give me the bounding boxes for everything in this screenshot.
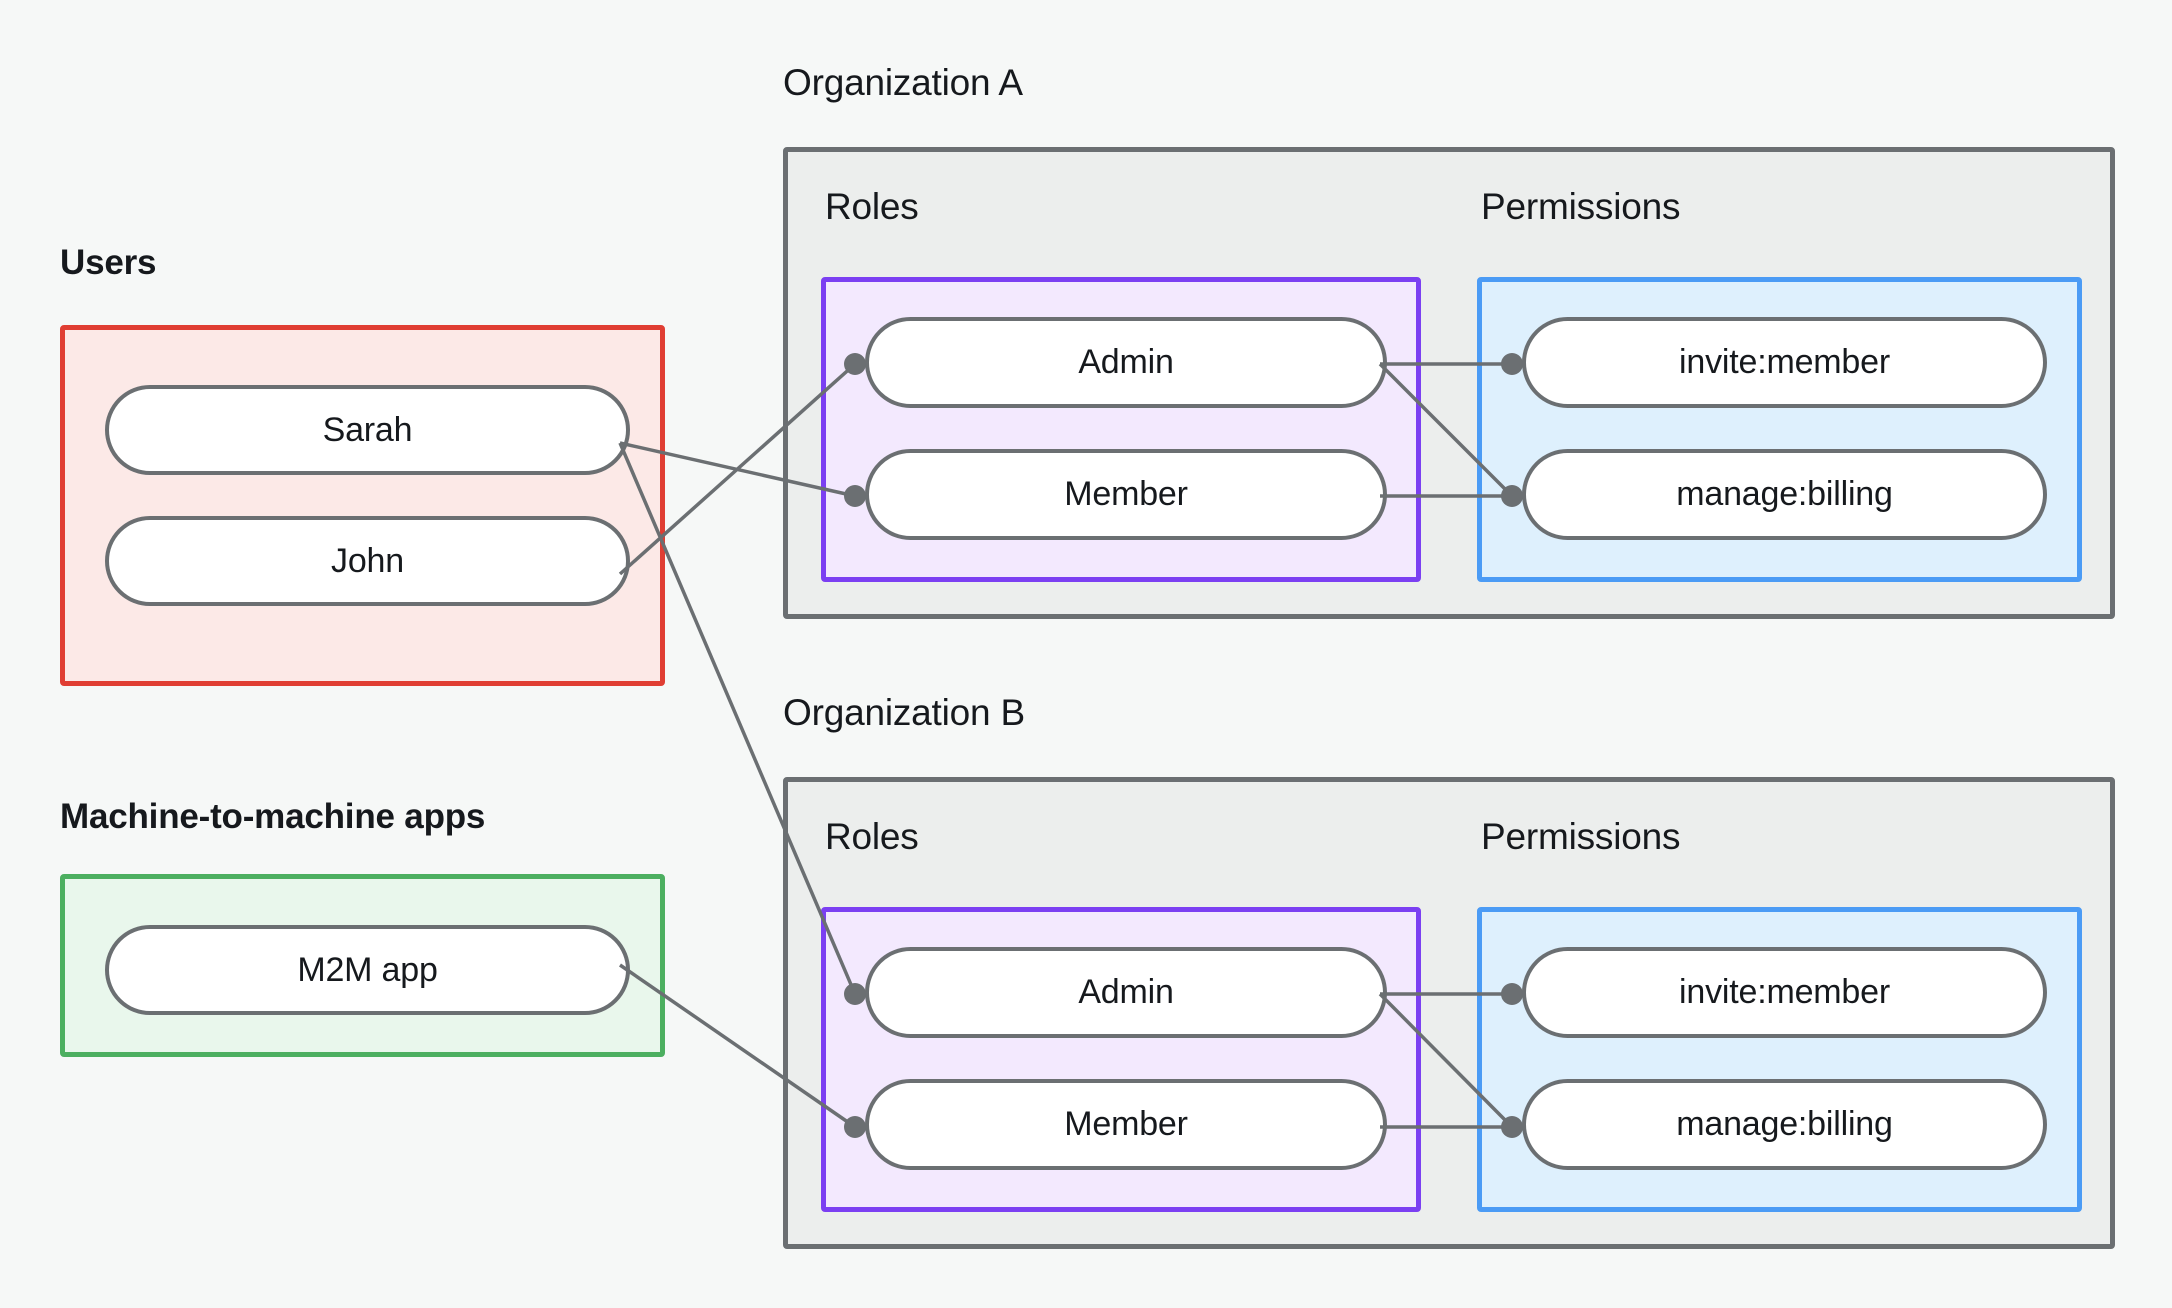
organization-a-roles-title: Roles: [825, 186, 919, 227]
organization-a-roles-box: Admin Member: [821, 277, 1421, 582]
users-group-title: Users: [60, 243, 157, 282]
node-orgA-role-admin[interactable]: Admin: [865, 317, 1387, 408]
node-user-sarah[interactable]: Sarah: [105, 385, 630, 475]
organization-a-title: Organization A: [783, 62, 1023, 103]
node-orgA-role-member[interactable]: Member: [865, 449, 1387, 540]
node-orgB-role-admin[interactable]: Admin: [865, 947, 1387, 1038]
organization-b-permissions-title: Permissions: [1481, 816, 1681, 857]
m2m-container: M2M app: [60, 874, 665, 1057]
node-m2m-app[interactable]: M2M app: [105, 925, 630, 1015]
organization-b-permissions-box: invite:member manage:billing: [1477, 907, 2082, 1212]
organization-a-permissions-box: invite:member manage:billing: [1477, 277, 2082, 582]
node-orgB-perm-invite-member[interactable]: invite:member: [1522, 947, 2047, 1038]
organization-b-roles-box: Admin Member: [821, 907, 1421, 1212]
organization-a-container: Roles Admin Member Permissions invite:me…: [783, 147, 2115, 619]
users-container: Sarah John: [60, 325, 665, 686]
organization-a-permissions-title: Permissions: [1481, 186, 1681, 227]
node-orgB-role-member[interactable]: Member: [865, 1079, 1387, 1170]
organization-b-roles-title: Roles: [825, 816, 919, 857]
m2m-group-title: Machine-to-machine apps: [60, 797, 486, 836]
node-orgA-perm-invite-member[interactable]: invite:member: [1522, 317, 2047, 408]
node-orgA-perm-manage-billing[interactable]: manage:billing: [1522, 449, 2047, 540]
node-orgB-perm-manage-billing[interactable]: manage:billing: [1522, 1079, 2047, 1170]
organization-b-title: Organization B: [783, 692, 1025, 733]
organization-b-container: Roles Admin Member Permissions invite:me…: [783, 777, 2115, 1249]
node-user-john[interactable]: John: [105, 516, 630, 606]
